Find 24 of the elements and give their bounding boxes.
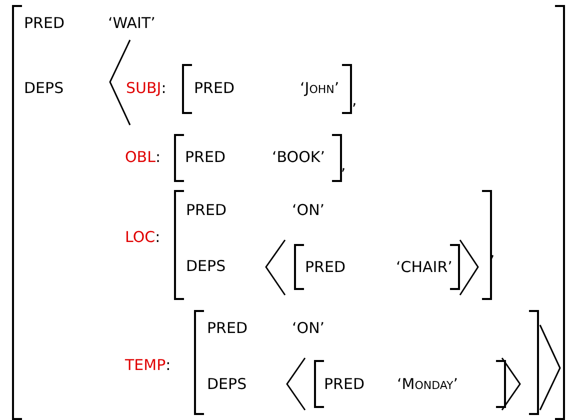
attribute-name: DEPS bbox=[207, 374, 247, 395]
attribute-name: PRED bbox=[186, 200, 226, 221]
attribute-label: TEMP: bbox=[125, 355, 171, 376]
attribute-label: OBL: bbox=[125, 147, 161, 168]
comma: , bbox=[341, 155, 346, 176]
attribute-name: PRED bbox=[24, 13, 64, 34]
attribute-value: ‘Monday’ bbox=[397, 374, 458, 395]
attribute-value: ‘John’ bbox=[300, 78, 340, 99]
attribute-name: PRED bbox=[185, 147, 226, 168]
attribute-name: PRED bbox=[324, 374, 364, 395]
attribute-name: PRED bbox=[194, 78, 234, 99]
attribute-value: ‘CHAIR’ bbox=[396, 257, 452, 278]
attribute-label: LOC: bbox=[125, 227, 160, 248]
attribute-value: ‘BOOK’ bbox=[272, 147, 326, 168]
attribute-value: ‘ON’ bbox=[292, 318, 325, 339]
attribute-name: PRED bbox=[305, 257, 346, 278]
attribute-value: ‘WAIT’ bbox=[108, 13, 156, 34]
attribute-value: ‘ON’ bbox=[292, 200, 325, 221]
feature-matrix bbox=[12, 5, 565, 420]
attribute-name: DEPS bbox=[186, 256, 226, 277]
attribute-name: DEPS bbox=[24, 78, 64, 99]
comma: , bbox=[352, 90, 357, 111]
attribute-name: PRED bbox=[207, 318, 248, 339]
attribute-label: SUBJ: bbox=[126, 78, 166, 99]
